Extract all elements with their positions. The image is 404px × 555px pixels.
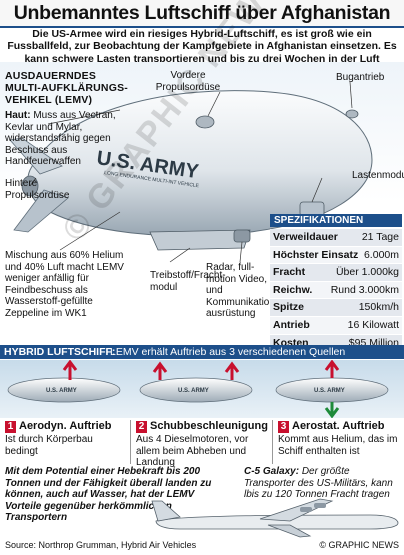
- small-airship-2: [139, 377, 253, 403]
- fuel-module-label: Treibstoff/Fracht-modul: [150, 270, 226, 293]
- spec-label: Höchster Einsatz: [273, 248, 359, 261]
- lemv-title-line1: AUSDAUERNDES: [5, 70, 97, 82]
- small-airship-3-text: U.S. ARMY: [314, 388, 345, 394]
- divider: [130, 420, 131, 464]
- c5-note: C-5 Galaxy: Der größte Transporter des U…: [244, 466, 402, 501]
- c5-tail: [151, 500, 181, 522]
- specs-heading: SPEZIFIKATIONEN: [270, 214, 402, 227]
- spec-row: Höchster Einsatz 6.000m: [270, 246, 402, 265]
- title-bar: [0, 0, 404, 28]
- c5-galaxy-illustration: [151, 498, 399, 538]
- front-propulsor-icon: [195, 115, 215, 129]
- spec-label: Verweildauer: [273, 231, 338, 243]
- radar-label: Radar, full-motion Video, und Kommunikat…: [206, 262, 284, 319]
- lemv-title-line3: VEHIKEL (LEMV): [5, 94, 93, 106]
- hybrid-subtitle: LEMV erhält Auftrieb aus 3 verschiedenen…: [110, 346, 346, 358]
- lemv-title-line2: MULTI-AUFKLÄRUNGS-: [5, 82, 128, 94]
- c5-wing-lower: [267, 524, 312, 538]
- spec-label: Fracht: [273, 266, 306, 279]
- c5-engine: [314, 503, 326, 508]
- specs-table: Verweildauer 21 Tage Höchster Einsatz 6.…: [270, 229, 402, 353]
- source-text: Source: Northrop Grumman, Hybrid Air Veh…: [5, 540, 197, 550]
- c5-engine: [300, 507, 312, 512]
- up-arrow-icon: [224, 361, 240, 380]
- up-arrow-icon: [324, 360, 340, 378]
- spec-value: Über 1.000kg: [335, 266, 399, 279]
- radar-pod: [233, 229, 251, 243]
- spec-label: Spitze: [273, 301, 304, 314]
- hull-skin-note: Haut: Muss aus Vectran, Kevlar und Mylar…: [5, 110, 140, 168]
- lemv-advantage-text: Mit dem Potential einer Hebekraft bis 20…: [5, 466, 212, 523]
- airship-diagram: U.S. ARMY LONG ENDURANCE MULTI-INT VEHIC…: [9, 81, 373, 263]
- copyright-text: © GRAPHIC NEWS: [319, 540, 399, 550]
- spec-row: Verweildauer 21 Tage: [270, 229, 402, 247]
- divider: [272, 420, 273, 464]
- c5-fuselage: [155, 514, 399, 530]
- c5-text: Der größte Transporter des US-Militärs, …: [244, 466, 393, 500]
- hull-skin-label: Haut:: [5, 110, 31, 121]
- spec-value: Rund 3.000km: [330, 283, 399, 296]
- bow-thruster-label: Bugantrieb: [336, 72, 385, 83]
- intro-text: Die US-Armee wird ein riesiges Hybrid-Lu…: [7, 28, 397, 77]
- rear-propulsor-label: Hintere Propulsordüse: [5, 178, 70, 201]
- small-airship-1: [7, 377, 121, 403]
- down-arrow-icon: [324, 402, 340, 418]
- spec-value: 6.000m: [363, 248, 399, 261]
- hybrid-bar: [0, 345, 404, 359]
- step-description: Ist durch Körperbau bedingt: [5, 434, 93, 457]
- hull-skin-text: Muss aus Vectran, Kevlar und Mylar, wide…: [5, 110, 116, 167]
- fuel-cargo-module: [149, 229, 251, 251]
- page-title: Unbemanntes Luftschiff über Afghanistan: [13, 2, 391, 24]
- step-title: Aerodyn. Auftrieb: [19, 420, 112, 432]
- hybrid-title: HYBRID LUFTSCHIFF:: [4, 346, 116, 358]
- spec-value: 21 Tage: [361, 231, 399, 243]
- step-number: 2: [136, 421, 147, 433]
- rear-fin-top: [9, 137, 63, 175]
- leader-lines: [29, 81, 353, 263]
- step-description: Kommt aus Helium, das im Schiff enthalte…: [278, 434, 398, 457]
- spec-row: Spitze 150km/h: [270, 299, 402, 317]
- c5-wing: [259, 498, 334, 522]
- step-title: Aerostat. Auftrieb: [292, 420, 385, 432]
- front-propulsor-label: Vordere Propulsordüse: [155, 70, 221, 93]
- bow-thruster-icon: [345, 109, 359, 119]
- step-title: Schubbeschleunigung: [150, 420, 268, 432]
- lemv-title: AUSDAUERNDES MULTI-AUFKLÄRUNGS- VEHIKEL …: [5, 70, 128, 106]
- spec-label: Reichw.: [273, 283, 313, 296]
- spec-row: Reichw. Rund 3.000km: [270, 281, 402, 300]
- small-airship-2-text: U.S. ARMY: [178, 388, 209, 394]
- spec-value: 16 Kilowatt: [347, 318, 399, 331]
- small-airship-1-text: U.S. ARMY: [46, 388, 77, 394]
- lift-panels: U.S. ARMY U.S. ARMY U.S. ARMY: [7, 360, 389, 418]
- spec-value: 150km/h: [358, 301, 399, 314]
- step-number: 1: [5, 421, 16, 433]
- spec-label: Antrieb: [273, 318, 310, 331]
- up-arrow-icon: [152, 361, 168, 380]
- gas-mix-note: Mischung aus 60% Helium und 40% Luft mac…: [5, 250, 124, 319]
- spec-row: Fracht Über 1.000kg: [270, 264, 402, 282]
- airship-hull: [27, 90, 373, 237]
- step-number: 3: [278, 421, 289, 433]
- spec-row: Antrieb 16 Kilowatt: [270, 316, 402, 335]
- c5-label: C-5 Galaxy:: [244, 466, 300, 477]
- step-description: Aus 4 Dieselmotoren, vor allem beim Abhe…: [136, 434, 249, 468]
- cargo-module-label: Lastenmodul: [352, 170, 404, 181]
- up-arrow-icon: [62, 360, 78, 380]
- rear-fin-bottom: [13, 189, 69, 233]
